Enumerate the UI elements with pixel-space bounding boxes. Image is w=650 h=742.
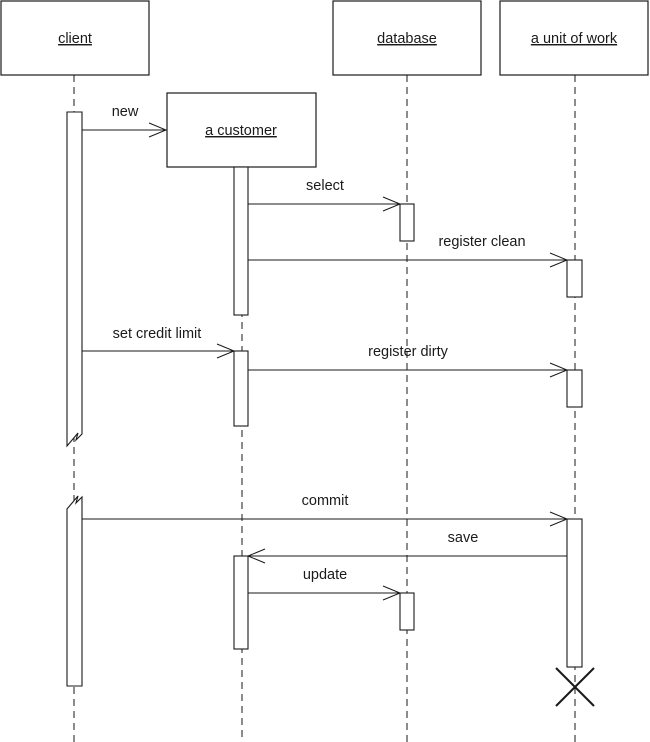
message-update-label: update	[303, 567, 347, 583]
message-register-dirty-label: register dirty	[368, 344, 449, 360]
message-register-dirty: register dirty	[248, 344, 569, 378]
customer-activation-3	[233, 555, 249, 650]
message-select-label: select	[306, 178, 344, 194]
database-label: database	[377, 31, 437, 47]
client-activation-2	[66, 495, 83, 687]
unit-of-work-label: a unit of work	[531, 31, 618, 47]
customer-participant: a customer	[166, 92, 317, 168]
database-participant: database	[332, 0, 482, 76]
unit-of-work-activation-1	[566, 259, 583, 298]
customer-activation-2	[233, 350, 249, 427]
message-set-credit-limit-label: set credit limit	[113, 326, 202, 342]
message-new: new	[82, 104, 168, 138]
database-activation-1	[399, 203, 415, 242]
unit-of-work-activation-3	[566, 518, 583, 668]
message-set-credit-limit: set credit limit	[82, 326, 236, 359]
message-update: update	[248, 567, 402, 601]
message-register-clean-label: register clean	[438, 234, 525, 250]
client-activation-1	[66, 111, 83, 448]
message-select: select	[248, 178, 402, 212]
message-new-label: new	[112, 104, 139, 120]
unit-of-work-participant: a unit of work	[499, 0, 649, 76]
destroy-icon	[555, 667, 595, 707]
client-participant: client	[0, 0, 150, 76]
message-register-clean: register clean	[248, 234, 569, 268]
customer-activation-1	[233, 166, 249, 316]
database-activation-2	[399, 592, 415, 631]
message-commit: commit	[82, 493, 569, 527]
message-commit-label: commit	[302, 493, 349, 509]
unit-of-work-activation-2	[566, 369, 583, 408]
customer-label: a customer	[205, 123, 277, 139]
client-label: client	[58, 31, 92, 47]
message-save: save	[246, 530, 567, 564]
message-save-label: save	[448, 530, 479, 546]
